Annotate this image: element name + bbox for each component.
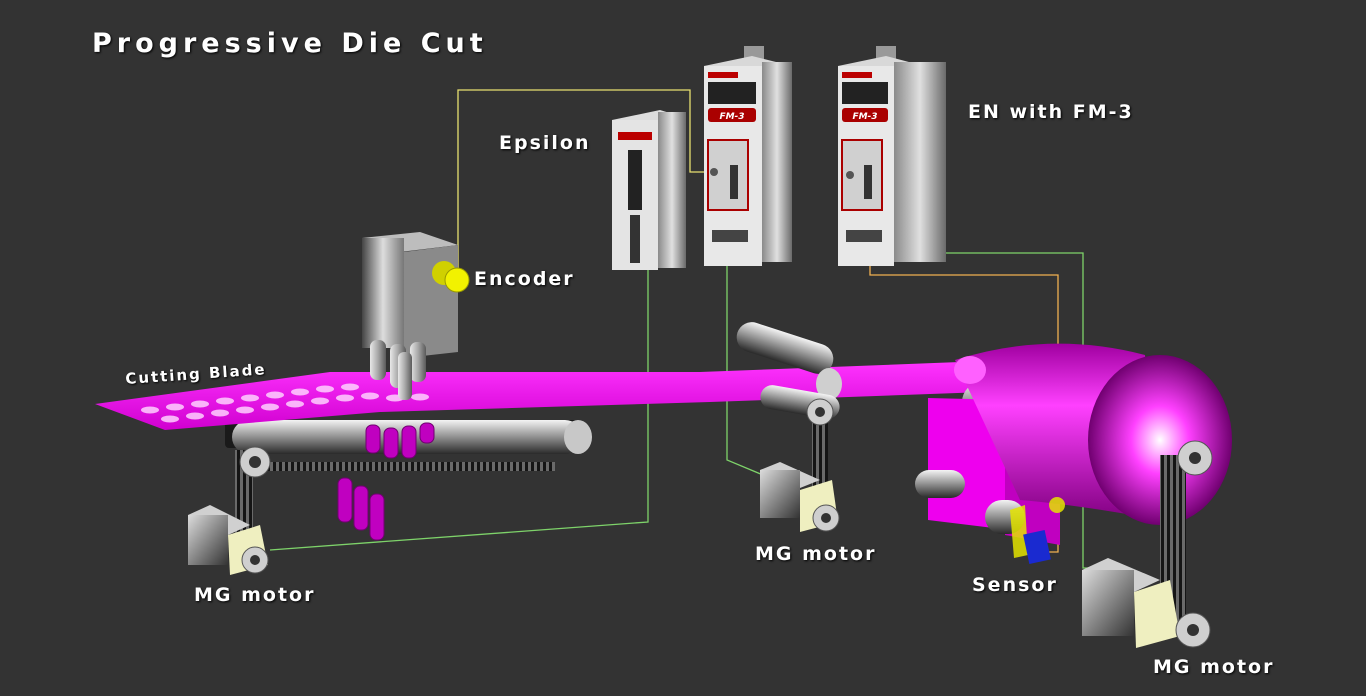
- fm3-drive-2: FM-3: [838, 46, 946, 266]
- motor-left: [188, 505, 269, 575]
- punched-holes: [141, 383, 429, 423]
- motor-middle-label: MG motor: [755, 543, 877, 565]
- encoder-wire: [457, 89, 712, 270]
- epsilon-wire: [269, 270, 649, 551]
- motor-middle: [760, 462, 840, 532]
- sensor-wire: [869, 265, 1059, 553]
- en-fm3-label: EN with FM-3: [968, 101, 1134, 123]
- encoder: [432, 261, 470, 293]
- motor-right-label: MG motor: [1153, 656, 1275, 678]
- motor-left-label: MG motor: [194, 584, 316, 606]
- fm3-label-1: FM-3: [719, 112, 744, 122]
- middle-drive-wire: [726, 265, 776, 481]
- sensor: [1010, 497, 1065, 564]
- diagram-title: Progressive Die Cut: [92, 28, 488, 59]
- rewind-section: [915, 343, 1232, 635]
- fm3-drive-1: FM-3: [704, 46, 792, 266]
- sensor-label: Sensor: [972, 574, 1058, 596]
- material-web: [95, 362, 985, 430]
- cutting-press: [362, 232, 458, 400]
- feed-rollers: [736, 322, 842, 515]
- punched-slugs: [337, 422, 435, 541]
- encoder-label: Encoder: [474, 268, 575, 290]
- epsilon-drive: [612, 110, 686, 270]
- epsilon-label: Epsilon: [499, 132, 591, 154]
- motor-right: [1082, 558, 1211, 648]
- fm3-label-2: FM-3: [852, 112, 877, 122]
